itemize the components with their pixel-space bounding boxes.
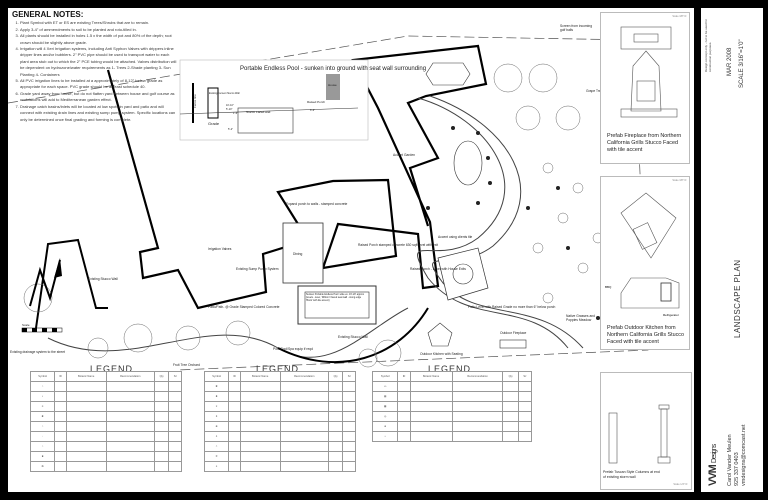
label-pool-equipment: Pool Pool/Spa equip if reqd — [273, 347, 313, 351]
note-item: Grade yard away from house, but do not f… — [20, 91, 177, 104]
dim-label: 10'-10" — [226, 104, 234, 107]
label-expand-porch: Expand porch to walls - stamped concrete — [286, 202, 348, 206]
note-item: Apply 3-4" of ammendments to soil to be … — [20, 27, 177, 33]
disclaimer: Design concept only - not to be used for… — [704, 18, 712, 72]
fireplace-detail: Scale 3/8"=1' Prefab Fireplace from Nort… — [600, 12, 690, 164]
kitchen-caption: Prefab Outdoor Kitchen from Northern Cal… — [607, 325, 684, 345]
label-patio-level: Patio Level with Raised Grade no more th… — [468, 305, 555, 309]
note-item: All plants should be installed in holes … — [20, 33, 177, 46]
fence-line-label: Fence line — [193, 94, 197, 108]
note-item: All PVC irrigation lines to be installed… — [20, 78, 177, 91]
column-detail: Prefab Tuscan Style Columns at end of ex… — [600, 372, 692, 490]
drawing-sheet: Scale Portable Endless Pool - sunken int… — [8, 8, 694, 492]
label-existing-stucco-wall: Existing Stucco Wall — [338, 335, 368, 339]
house-outline — [106, 44, 488, 310]
graphic-scale-bar: Scale — [21, 323, 63, 333]
label-screen: Screen from incoming golf balls — [560, 24, 593, 32]
outdoor-kitchen-gazebo — [427, 322, 453, 347]
label-outdoor-kitchen: Outdoor Kitchen with Seating — [420, 352, 463, 356]
label-outdoor-fireplace: Outdoor Fireplace — [500, 331, 527, 335]
logo: VVM Designs — [707, 444, 719, 486]
north-arrow-icon — [29, 259, 61, 307]
label-endless-pool: Sunken Portable Endless Pool: wide ex. 1… — [306, 293, 365, 302]
kitchen-drawing — [620, 192, 680, 309]
wall-label: Existing Cement Stucco Wall — [209, 92, 240, 95]
curved-stucco-wall — [277, 307, 429, 363]
scale-label: Scale — [22, 323, 30, 327]
orchard-path — [47, 307, 409, 358]
bbq-label: BBQ — [605, 285, 612, 289]
label-sump-pump: Existing Sump Pump System — [236, 267, 279, 271]
label-drainage: Existing drainage system to the street — [10, 350, 65, 354]
hot-tub-symbol — [425, 62, 471, 86]
fireplace-drawing — [620, 26, 678, 118]
dim-label: 6'-6" — [310, 109, 315, 112]
landscape-plan-drawing: Scale Portable Endless Pool - sunken int… — [8, 35, 649, 371]
house-label: House — [328, 83, 337, 87]
title-block: Design concept only - not to be used for… — [698, 8, 763, 492]
note-item: Plant Symbol with ET or ES are existing … — [20, 20, 177, 26]
kitchen-detail: Scale 3/8"=1' BBQ Refrigerator Prefab Ou… — [600, 176, 690, 350]
general-notes: GENERAL NOTES: Plant Symbol with ET or E… — [12, 10, 177, 123]
raised-porch-label: Raised Porch — [307, 100, 325, 104]
label-accent-garden: Accent Garden — [393, 153, 415, 157]
sheet-title: LANDSCAPE PLAN — [733, 259, 742, 338]
designer-phone: 925 337 0403 — [734, 452, 740, 486]
legend-title: LEGEND — [256, 364, 300, 374]
note-item: Drainage catch basins/inlets will be loc… — [20, 104, 177, 123]
garden-path — [417, 97, 569, 349]
column-drawing — [608, 404, 671, 464]
plan-date: MAR 2008 — [727, 47, 733, 76]
general-notes-title: GENERAL NOTES: — [12, 10, 84, 19]
pool-section-title: Portable Endless Pool - sunken into grou… — [240, 66, 426, 72]
dining-patio — [282, 222, 324, 284]
designer-email: vmdesigns@comcast.net — [741, 424, 747, 486]
label-native-meadow: Native Grasses and Poppies Meadow — [566, 314, 595, 322]
dim-label: 5'-10" — [226, 108, 232, 111]
label-raised-porch-level: Raised Porch - Level with House Exits — [410, 267, 466, 271]
label-existing-stucco-wall: Existing Stucco Wall — [88, 277, 118, 281]
dim-label: 5'-2" — [228, 128, 233, 131]
refrigerator-label: Refrigerator — [663, 313, 679, 317]
note-item: Irrigation will 4 Xeri Irrigation system… — [20, 46, 177, 78]
label-irrigation-valves: Irrigation Valves — [208, 247, 232, 251]
label-raised-porch-stamped: Raised Porch stamped concrete 630 sqft l… — [358, 243, 438, 247]
legend-title: LEGEND — [428, 364, 472, 374]
fireplace-caption: Prefab Fireplace from Northern Californi… — [607, 133, 682, 153]
label-dining: Dining — [293, 252, 303, 256]
fireplace-scale: Scale 3/8"=1' — [672, 15, 687, 18]
accent-garden-feature — [453, 140, 483, 186]
kitchen-scale: Scale 3/8"=1' — [672, 179, 687, 182]
outdoor-fireplace-symbol — [499, 339, 527, 349]
house-section — [326, 74, 340, 100]
label-accent-tile: Accent using clients tile — [438, 235, 472, 239]
plan-scale: SCALE 3/16"=1'0" — [739, 39, 745, 88]
designer-name: Carol Vander Meulen — [727, 434, 733, 486]
label-patio-path: Patio/Path- @ Grade Stamped Colored Conc… — [208, 305, 280, 309]
column-caption: Prefab Tuscan Style Columns at end of ex… — [603, 470, 660, 479]
dim-label: 1'-6" — [233, 112, 238, 115]
grade-label: Grade — [208, 121, 220, 126]
stucco-wall-label: Stucco Faced wall — [246, 110, 271, 114]
label-fruit-orchard: Fruit Tree Orchard — [173, 363, 200, 367]
label-grape-trellis: Grape Trellis — [586, 89, 605, 93]
column-scale: Scale 1/4"=1' — [673, 483, 688, 486]
legend-title: LEGEND — [90, 364, 134, 374]
existing-wall — [35, 238, 108, 329]
